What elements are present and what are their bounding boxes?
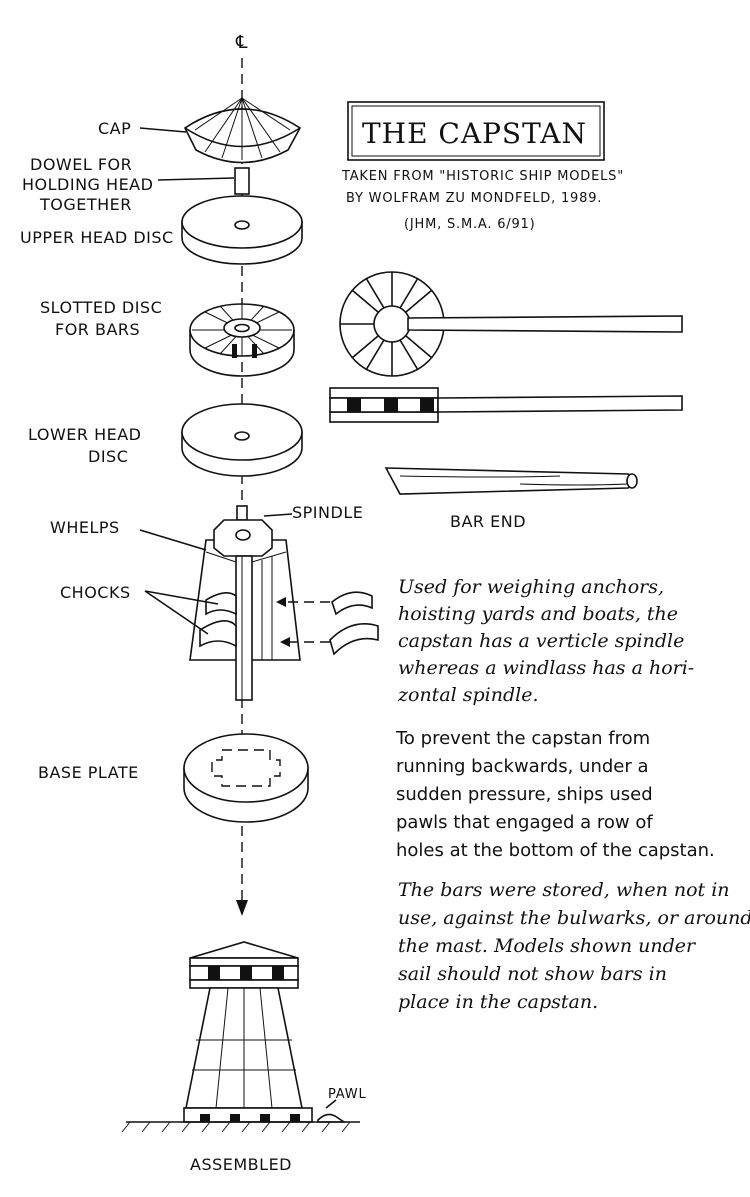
notes-para3: The bars were stored, when not in use, a… xyxy=(398,879,750,1013)
label-upper-head-disc: UPPER HEAD DISC xyxy=(20,228,174,247)
note2-line3: sudden pressure, ships used xyxy=(396,784,653,805)
label-slotted-1: SLOTTED DISC xyxy=(40,298,162,317)
bar-end-part: BAR END xyxy=(384,467,638,531)
label-cap: CAP xyxy=(98,119,131,138)
label-pawl: PAWL xyxy=(328,1087,367,1102)
title-source-line2: BY WOLFRAM ZU MONDFELD, 1989. xyxy=(346,191,602,206)
dowel-part: DOWEL FOR HOLDING HEAD TOGETHER xyxy=(22,155,250,214)
notes-para1: Used for weighing anchors, hoisting yard… xyxy=(397,576,694,706)
note2-line5: holes at the bottom of the capstan. xyxy=(396,840,715,861)
title-source-line1: TAKEN FROM "HISTORIC SHIP MODELS" xyxy=(341,169,624,184)
label-dowel-2: HOLDING HEAD xyxy=(22,175,153,194)
note1-line4: whereas a windlass has a hori- xyxy=(398,657,694,679)
note2-line4: pawls that engaged a row of xyxy=(396,812,653,833)
detached-chocks xyxy=(276,591,379,656)
slotted-disc-part: SLOTTED DISC FOR BARS xyxy=(40,298,295,377)
label-base-plate: BASE PLATE xyxy=(38,763,139,782)
centerline: ℄ xyxy=(235,32,248,916)
title-source-line3: (JHM, S.M.A. 6/91) xyxy=(404,217,536,232)
upper-head-disc-part: UPPER HEAD DISC xyxy=(20,195,303,265)
note3-line2: use, against the bulwarks, or around xyxy=(398,907,750,929)
centerline-symbol: ℄ xyxy=(235,32,248,53)
note3-line5: place in the capstan. xyxy=(398,991,598,1013)
note1-line5: zontal spindle. xyxy=(397,684,539,706)
base-plate-part: BASE PLATE xyxy=(38,733,309,823)
label-bar-end: BAR END xyxy=(450,512,526,531)
label-chocks: CHOCKS xyxy=(60,583,131,602)
note2-line1: To prevent the capstan from xyxy=(395,728,650,749)
note1-line3: capstan has a verticle spindle xyxy=(398,630,684,652)
note1-line1: Used for weighing anchors, xyxy=(398,576,664,598)
label-whelps: WHELPS xyxy=(50,518,120,537)
spindle-assembly-part: WHELPS SPINDLE CHOCKS xyxy=(50,503,363,701)
title-heading: THE CAPSTAN xyxy=(362,117,587,150)
label-lower-head-2: DISC xyxy=(88,447,128,466)
label-dowel-3: TOGETHER xyxy=(39,195,132,214)
note3-line4: sail should not show bars in xyxy=(398,963,667,985)
note3-line3: the mast. Models shown under xyxy=(398,935,697,957)
side-section-view xyxy=(329,387,683,423)
label-assembled: ASSEMBLED xyxy=(190,1155,292,1174)
notes-para2: To prevent the capstan from running back… xyxy=(395,728,715,861)
lower-head-disc-part: LOWER HEAD DISC xyxy=(28,403,303,477)
note1-line2: hoisting yards and boats, the xyxy=(398,603,678,625)
cap-part: CAP xyxy=(98,97,302,164)
title-block: THE CAPSTAN TAKEN FROM "HISTORIC SHIP MO… xyxy=(341,101,624,232)
label-slotted-2: FOR BARS xyxy=(55,320,140,339)
assembled-capstan: PAWL ASSEMBLED xyxy=(121,941,367,1174)
note3-line1: The bars were stored, when not in xyxy=(398,879,730,901)
label-dowel-1: DOWEL FOR xyxy=(30,155,132,174)
slotted-disc-top-view xyxy=(339,271,683,377)
label-lower-head-1: LOWER HEAD xyxy=(28,425,141,444)
label-spindle: SPINDLE xyxy=(292,503,363,522)
note2-line2: running backwards, under a xyxy=(396,756,649,777)
